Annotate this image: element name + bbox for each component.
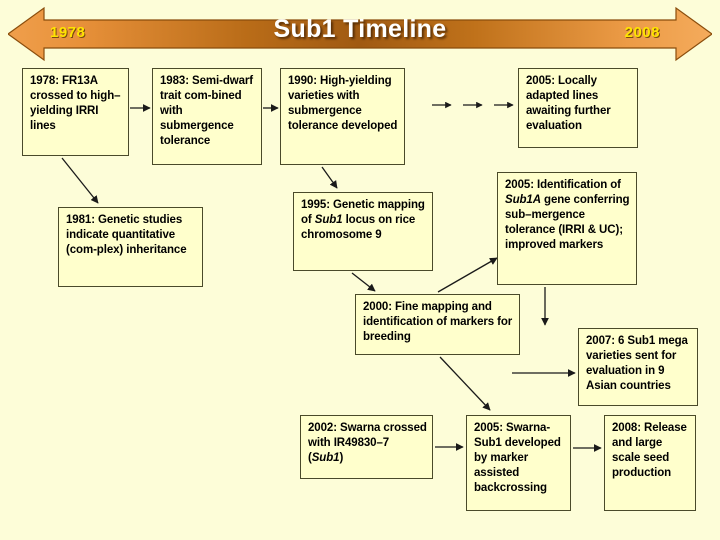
node-1981-text: : Genetic studies indicate quantitative …	[66, 214, 187, 256]
node-1983[interactable]: 1983: Semi-dwarf trait com-bined with su…	[152, 68, 262, 165]
node-2005b-year: 2005	[505, 179, 531, 191]
edge-1978-to-1981	[61, 157, 99, 204]
node-2005c-year: 2005	[474, 422, 500, 434]
node-1981[interactable]: 1981: Genetic studies indicate quantitat…	[58, 207, 203, 287]
node-2000-text: : Fine mapping and identification of mar…	[363, 301, 513, 343]
node-1995-gene: Sub1	[314, 213, 343, 226]
node-2005a-text: : Locally adapted lines awaiting further…	[526, 75, 611, 132]
node-1981-year: 1981	[66, 214, 92, 226]
node-2005-swarna-sub1[interactable]: 2005: Swarna-Sub1 developed by marker as…	[466, 415, 571, 511]
node-2002-gene: Sub1	[311, 451, 340, 464]
node-2007-text: : 6 Sub1 mega varieties sent for evaluat…	[586, 335, 688, 392]
node-2005a-year: 2005	[526, 75, 552, 87]
node-1983-text: : Semi-dwarf trait com-bined with submer…	[160, 75, 253, 147]
node-2005b-gene: Sub1A	[505, 193, 541, 206]
node-2002-year: 2002	[308, 422, 334, 434]
banner-title: Sub1 Timeline	[273, 15, 447, 43]
node-2000-year: 2000	[363, 301, 389, 313]
node-2008-year: 2008	[612, 422, 638, 434]
node-1978[interactable]: 1978: FR13A crossed to high–yielding IRR…	[22, 68, 129, 156]
banner-year-start: 1978	[50, 24, 86, 41]
node-2002-text-post: )	[339, 451, 344, 464]
node-2008[interactable]: 2008: Release and large scale seed produ…	[604, 415, 696, 511]
edge-1995-to-2000	[351, 272, 376, 292]
node-2002[interactable]: 2002: Swarna crossed with IR49830–7 (Sub…	[300, 415, 433, 479]
node-1995-text-pre: : Genetic mapping of	[301, 199, 425, 226]
node-1995[interactable]: 1995: Genetic mapping of Sub1 locus on r…	[293, 192, 433, 271]
node-1978-year: 1978	[30, 75, 56, 87]
node-1990-text: : High-yielding varieties with submergen…	[288, 75, 398, 132]
node-1995-text-post: locus on rice chromosome 9	[301, 213, 416, 241]
node-2007-year: 2007	[586, 335, 612, 347]
banner-arrow-shape	[8, 6, 712, 62]
node-2005c-text: : Swarna-Sub1 developed by marker assist…	[474, 422, 561, 494]
timeline-banner: 1978 2008 Sub1 Timeline	[8, 6, 712, 62]
node-2005b-text-pre: : Identification of	[530, 179, 621, 191]
node-1990[interactable]: 1990: High-yielding varieties with subme…	[280, 68, 405, 165]
edge-2000-to-2005c	[439, 356, 491, 411]
node-2002-text-pre: : Swarna crossed with IR49830–7 (	[308, 422, 427, 464]
node-2005-locally-adapted[interactable]: 2005: Locally adapted lines awaiting fur…	[518, 68, 638, 148]
node-1978-text: : FR13A crossed to high–yielding IRRI li…	[30, 75, 121, 132]
node-2005b-text-post: gene conferring sub–mergence tolerance (…	[505, 193, 630, 251]
banner-year-end: 2008	[624, 24, 660, 41]
node-2000[interactable]: 2000: Fine mapping and identification of…	[355, 294, 520, 355]
node-1995-year: 1995	[301, 199, 327, 211]
node-1990-year: 1990	[288, 75, 314, 87]
node-2007[interactable]: 2007: 6 Sub1 mega varieties sent for eva…	[578, 328, 698, 406]
node-1983-year: 1983	[160, 75, 186, 87]
node-2008-text: : Release and large scale seed productio…	[612, 422, 687, 479]
node-2005-identification[interactable]: 2005: Identification of Sub1A gene confe…	[497, 172, 637, 285]
edge-2000-to-2005b	[437, 257, 498, 293]
edge-1990-to-1995	[321, 166, 338, 189]
